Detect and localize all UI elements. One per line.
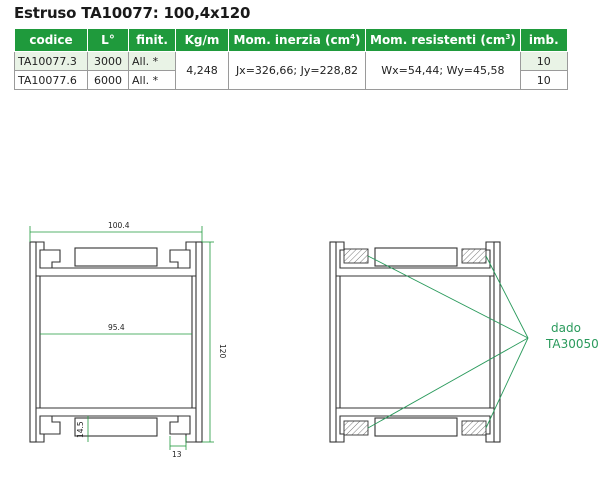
profile2-bottom-slot: [374, 417, 458, 437]
col-header-codice: codice: [14, 28, 88, 52]
profile-bottom-right-channel: [169, 416, 186, 435]
nut-bottom-right: [461, 420, 487, 436]
profile-drawing-dimensioned: [29, 241, 203, 443]
profile-right-wall: [195, 241, 203, 443]
profile2-left-wall: [329, 241, 337, 443]
profile2-top-flange: [330, 241, 500, 269]
col-header-lunghezza: L°: [87, 28, 129, 52]
nuts: [343, 248, 487, 436]
profile-top-right-channel: [169, 249, 186, 268]
nut-top-left: [343, 248, 369, 264]
cell-codice: TA10077.3: [14, 51, 88, 71]
profile2-top-slot: [374, 247, 458, 267]
profile2-right-wall: [493, 241, 501, 443]
col-header-inerzia: Mom. inerzia (cm4): [228, 28, 366, 52]
inerzia-exp: 4: [350, 33, 355, 41]
profile-top-flange: [30, 241, 202, 269]
dim-width-label: 100.4: [108, 221, 130, 230]
leader-bottom-right: [485, 337, 529, 429]
cell-imballo: 10: [519, 70, 568, 90]
cell-codice: TA10077.6: [14, 70, 88, 90]
col-header-resistenti: Mom. resistenti (cm3): [365, 28, 521, 52]
nut-bottom-left: [343, 420, 369, 436]
callout-line-1: dado: [551, 321, 581, 335]
cell-resistenti: Wx=54,44; Wy=45,58: [365, 51, 521, 90]
profile-bottom-left-channel: [44, 416, 61, 435]
cell-peso: 4,248: [175, 51, 229, 90]
col-header-finitura: finit.: [128, 28, 176, 52]
leader-top-right: [485, 255, 529, 339]
cell-inerzia: Jx=326,66; Jy=228,82: [228, 51, 366, 90]
dim-bottom-label: 13: [172, 450, 182, 459]
cell-imballo: 10: [519, 51, 568, 71]
dim-inner-label: 95.4: [108, 323, 125, 332]
cell-finitura: All. *: [128, 70, 176, 90]
callout-line-2: TA30050: [545, 337, 599, 351]
nut-top-right: [461, 248, 487, 264]
profile-bottom-flange: [30, 415, 202, 443]
cell-finitura: All. *: [128, 51, 176, 71]
col-header-peso: Kg/m: [175, 28, 229, 52]
profile-top-left-channel: [44, 249, 61, 268]
profile-drawing-with-nuts: [329, 241, 501, 443]
page-title: Estruso TA10077: 100,4x120: [14, 4, 251, 22]
leader-bottom-left: [367, 337, 529, 429]
callout-leaders: [367, 255, 529, 429]
spec-table: codice L° finit. Kg/m Mom. inerzia (cm4)…: [14, 28, 568, 90]
table-row: TA10077.3 3000 All. * 4,248 Jx=326,66; J…: [14, 51, 568, 90]
dimension-labels: 100.4 95.4 120 14.5 13: [76, 221, 227, 459]
resistenti-label: Mom. resistenti (cm: [370, 33, 506, 47]
callout-label: dado TA30050: [545, 321, 599, 351]
dim-height-label: 120: [218, 344, 227, 359]
profile-top-slot: [74, 247, 158, 267]
profile2-bottom-flange: [330, 415, 500, 443]
profile-left-wall: [29, 241, 37, 443]
dim-slot-label: 14.5: [76, 421, 85, 438]
cell-lunghezza: 6000: [87, 70, 129, 90]
profile-bottom-slot: [74, 417, 158, 437]
cell-lunghezza: 3000: [87, 51, 129, 71]
inerzia-label: Mom. inerzia (cm: [233, 33, 351, 47]
leader-top-left: [367, 255, 529, 339]
col-header-imballo: imb.: [519, 28, 568, 52]
dimension-lines: [29, 226, 214, 450]
resistenti-exp: 3: [505, 33, 511, 41]
table-header-row: codice L° finit. Kg/m Mom. inerzia (cm4)…: [14, 28, 568, 52]
table-row: TA10077.6 6000 All. * 10: [14, 70, 568, 90]
